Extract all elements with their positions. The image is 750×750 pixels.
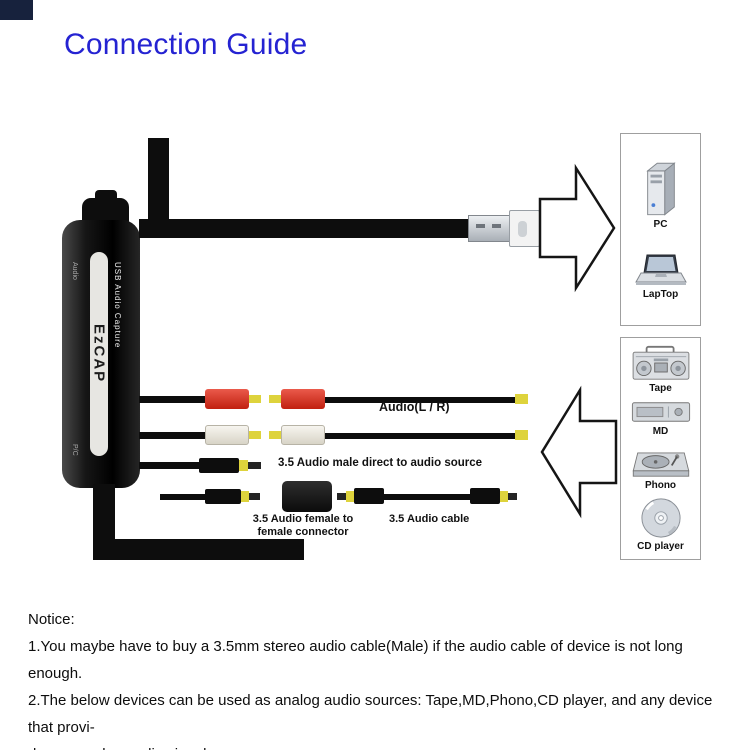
corner-decoration [0, 0, 33, 20]
rca-red-plug-right [281, 389, 325, 409]
usb-plug-housing [509, 210, 540, 247]
aux-cable-band-right [500, 491, 508, 502]
device-model-text: USB Audio Capture [113, 262, 122, 349]
rca-white-cable [325, 433, 515, 439]
arrow-from-sources-icon [540, 385, 618, 519]
bottom-cable-horizontal [93, 539, 304, 560]
device-audio-port-label: Audio [71, 262, 78, 280]
rca-red-cable-tip [515, 394, 528, 404]
adapter-plug-band [241, 491, 249, 502]
laptop-icon [634, 254, 687, 286]
aux-cable-plug-left [354, 488, 384, 504]
aux-cable-label: 3.5 Audio cable [389, 513, 470, 525]
capture-device: Audio EzCAP USB Audio Capture P/C [62, 190, 140, 490]
rca-white-plug-left [205, 425, 249, 445]
rca-red-cable [325, 397, 515, 403]
pc-icon [645, 161, 676, 216]
rca-red-pin-left [249, 395, 261, 403]
usb-cable-vertical [148, 138, 169, 237]
pc-label: PC [653, 218, 668, 230]
pc-item: PC [641, 159, 681, 230]
tape-item: Tape [630, 345, 692, 394]
aux-cable-line [384, 494, 480, 500]
adapter-lead-cable [160, 494, 205, 500]
female-adapter-label-line1: 3.5 Audio female to [252, 513, 354, 525]
md-item: MD [630, 400, 692, 437]
notice-section: Notice: 1.You maybe have to buy a 3.5mm … [28, 606, 738, 750]
tape-icon [632, 345, 689, 380]
rca-red-lead-cable [139, 396, 205, 403]
device-pc-port-label: P/C [71, 444, 78, 456]
usb-plug-slot [476, 224, 485, 228]
rca-white-pin-right [269, 431, 281, 439]
cd-player-label: CD player [637, 541, 684, 553]
rca-white-cable-tip [515, 430, 528, 440]
cd-player-icon [640, 498, 681, 538]
device-body: Audio EzCAP USB Audio Capture P/C [62, 220, 140, 488]
device-brand-stripe: EzCAP [90, 252, 108, 456]
audio-lr-label: Audio(L / R) [379, 400, 450, 414]
notice-line: 1.You maybe have to buy a 3.5mm stereo a… [28, 638, 683, 682]
adapter-plug-body [205, 489, 241, 504]
page-title: Connection Guide [64, 28, 308, 61]
aux-cable-tip-left [337, 493, 346, 500]
phono-label: Phono [644, 479, 677, 491]
aux-cable-band-left [346, 491, 354, 502]
md-label: MD [652, 426, 669, 438]
usb-plug-icon [468, 215, 510, 242]
notice-line: des an analog audio signal. [28, 741, 738, 750]
female-female-adapter [282, 481, 332, 512]
usb-plug-slot [492, 224, 501, 228]
notice-line: 2.The below devices can be used as analo… [28, 692, 713, 736]
aux-cable-plug-right [470, 488, 500, 504]
cd-player-item: CD player [637, 497, 684, 552]
arrow-to-pc-icon [538, 163, 616, 293]
aux-plug-body [199, 458, 239, 473]
female-adapter-label-line2: female connector [257, 526, 349, 538]
phono-item: Phono [630, 444, 692, 491]
rca-red-pin-right [269, 395, 281, 403]
usb-cable-horizontal [139, 219, 468, 238]
phono-icon [632, 452, 689, 477]
rca-white-lead-cable [139, 432, 205, 439]
tape-label: Tape [649, 382, 672, 394]
aux-lead-cable [139, 462, 199, 469]
aux-direct-label: 3.5 Audio male direct to audio source [278, 457, 483, 469]
usb-plug-hole [518, 221, 527, 237]
female-adapter-label: 3.5 Audio female to female connector [247, 513, 359, 539]
notice-heading: Notice: [28, 611, 75, 628]
md-icon [631, 402, 690, 422]
aux-plug-band [239, 460, 248, 471]
pc-panel: PC LapTop [620, 133, 701, 326]
aux-cable-tip-right [508, 493, 517, 500]
source-panel: Tape MD Phono [620, 337, 701, 560]
laptop-label: LapTop [642, 289, 679, 301]
laptop-item: LapTop [634, 254, 687, 301]
aux-plug-tip [248, 462, 261, 469]
rca-red-plug-left [205, 389, 249, 409]
adapter-plug-tip [249, 493, 260, 500]
rca-white-plug-right [281, 425, 325, 445]
device-brand-text: EzCAP [90, 324, 108, 384]
rca-white-pin-left [249, 431, 261, 439]
